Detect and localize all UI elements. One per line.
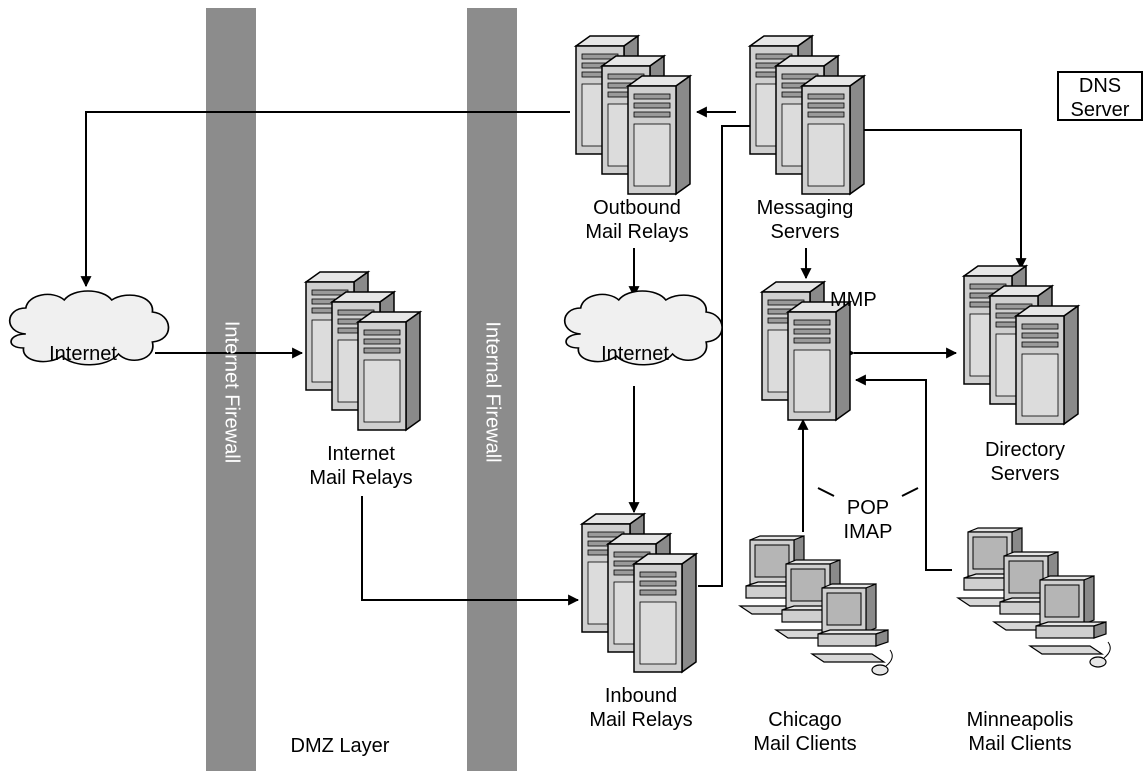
minneapolis-clients-line1: Minneapolis — [966, 709, 1074, 731]
internet-mail-relays-line1: Internet — [327, 443, 395, 465]
outbound-mail-relays-line1: Outbound — [593, 197, 681, 219]
mmp-label: MMP — [830, 289, 877, 311]
minneapolis-clients-label: Minneapolis Mail Clients — [940, 708, 1100, 756]
chicago-clients-workstations — [740, 536, 892, 675]
messaging-servers-line1: Messaging — [756, 197, 854, 219]
directory-servers-label: Directory Servers — [960, 438, 1090, 486]
internet-mail-relays-servers — [306, 272, 420, 430]
internal-firewall-label: Internal Firewall — [481, 321, 504, 463]
internet-mid-label: Internet — [601, 343, 669, 365]
dns-server-box: DNS Server — [1057, 71, 1143, 121]
messaging-servers-label: Messaging Servers — [730, 196, 880, 244]
chicago-clients-label: Chicago Mail Clients — [730, 708, 880, 756]
inbound-mail-relays-line2: Mail Relays — [589, 709, 693, 731]
outbound-mail-relays-line2: Mail Relays — [585, 221, 689, 243]
dns-server-line2: Server — [1070, 99, 1130, 121]
outbound-to-internet-line — [80, 111, 570, 288]
chicago-clients-line1: Chicago — [768, 709, 842, 731]
messaging-servers-cluster — [750, 36, 864, 194]
internet-firewall-label: Internet Firewall — [220, 320, 243, 464]
dmz-layer-label: DMZ Layer — [290, 735, 390, 757]
inbound-mail-relays-line1: Inbound — [604, 685, 678, 707]
inbound-mail-relays-servers — [582, 514, 696, 672]
protocol-imap: IMAP — [843, 521, 893, 543]
connections — [80, 106, 1027, 606]
internet-relays-to-inbound-line — [361, 496, 580, 606]
minneapolis-to-mmp-line — [854, 374, 952, 571]
dns-server-line1: DNS — [1078, 75, 1122, 97]
internal-firewall — [467, 8, 517, 771]
pop-bracket-left — [817, 487, 835, 497]
internet-firewall — [206, 8, 256, 771]
minneapolis-clients-workstations — [958, 528, 1110, 667]
minneapolis-clients-line2: Mail Clients — [968, 733, 1072, 755]
chicago-clients-line2: Mail Clients — [753, 733, 857, 755]
internet-mail-relays-line2: Mail Relays — [309, 467, 413, 489]
protocols-label: POP IMAP — [828, 496, 908, 544]
outbound-mail-relays-label: Outbound Mail Relays — [562, 196, 712, 244]
messaging-servers-line2: Servers — [770, 221, 840, 243]
directory-servers-line1: Directory — [984, 439, 1065, 461]
inbound-to-messaging-line — [698, 120, 774, 587]
inbound-mail-relays-label: Inbound Mail Relays — [566, 684, 716, 732]
messaging-directory-line — [836, 124, 1027, 270]
pop-bracket-right — [901, 487, 919, 497]
internet-mail-relays-label: Internet Mail Relays — [286, 442, 436, 490]
protocol-pop: POP — [846, 497, 890, 519]
outbound-mail-relays-servers — [576, 36, 690, 194]
directory-servers-line2: Servers — [990, 463, 1060, 485]
directory-servers-cluster — [964, 266, 1078, 424]
internet-left-label: Internet — [49, 343, 117, 365]
